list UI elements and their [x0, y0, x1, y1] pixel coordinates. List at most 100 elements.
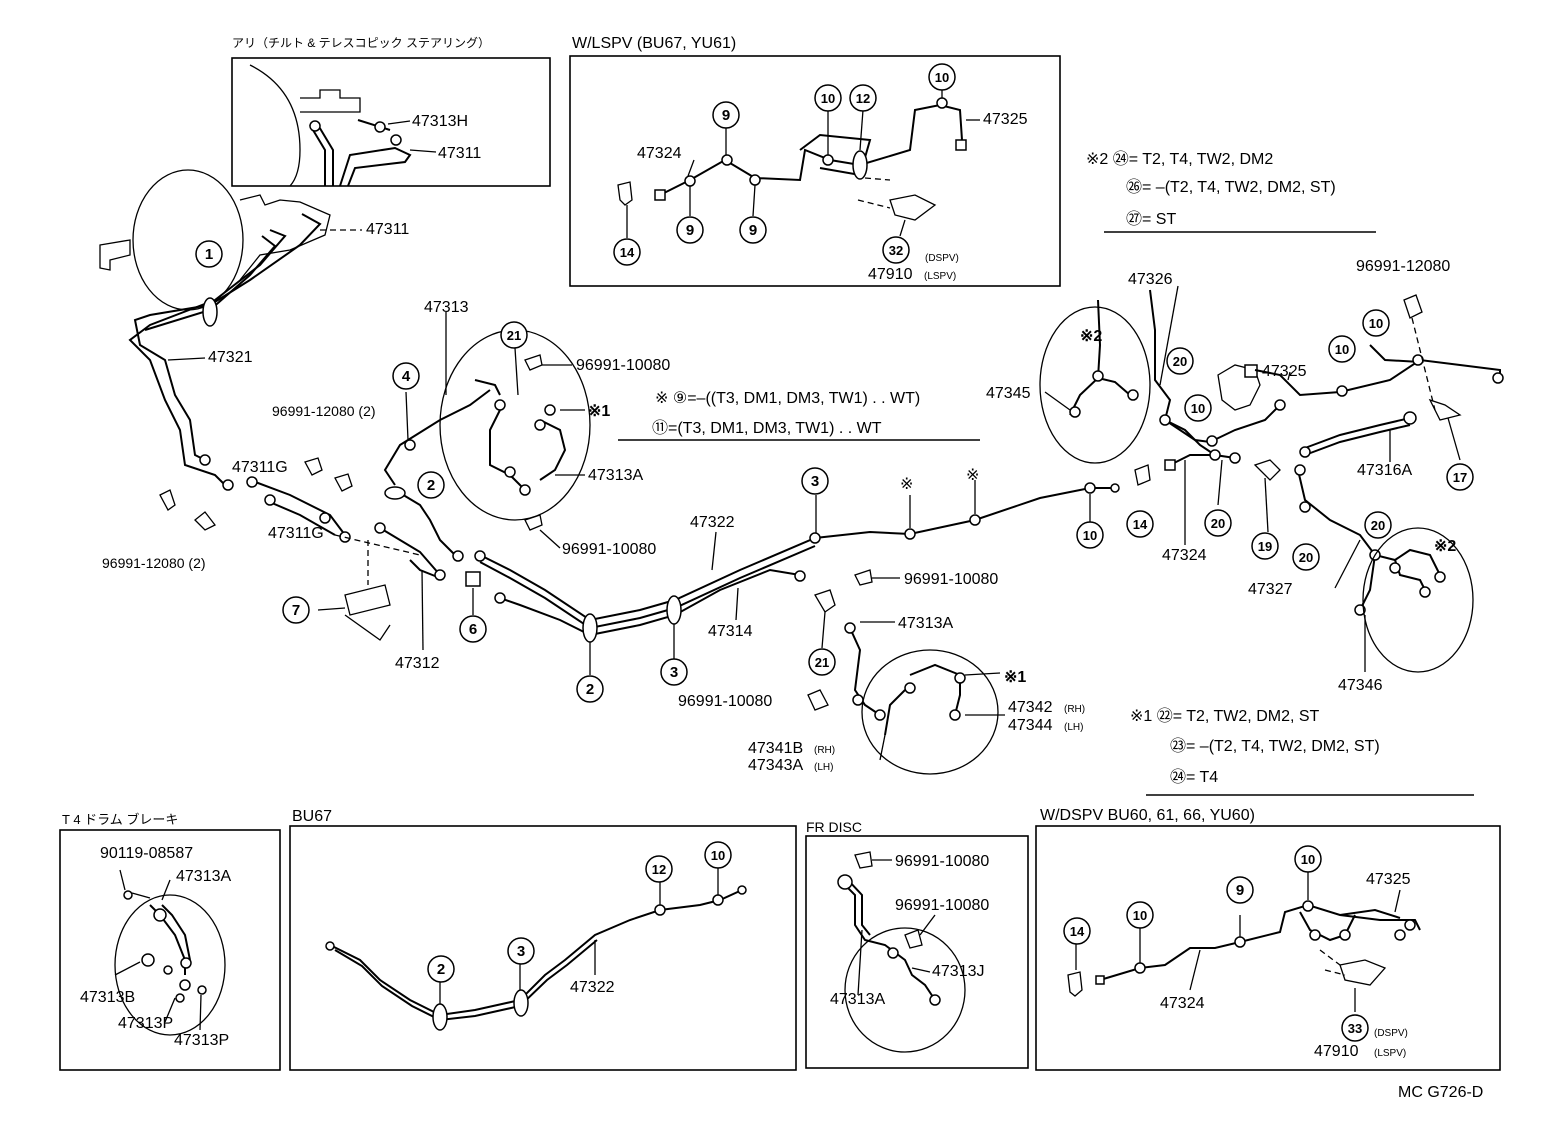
note-11: ⑪=(T3, DM1, DM3, TW1) . . WT — [652, 419, 882, 437]
label-96991-10080-fr1: 96991-10080 — [895, 853, 989, 870]
label-47342: 47342 — [1008, 699, 1053, 716]
master-cylinder-lines — [128, 213, 362, 491]
callout: 7 — [282, 596, 310, 624]
svg-text:10: 10 — [1335, 342, 1349, 357]
callout: 10 — [814, 84, 842, 112]
callout: 20 — [1292, 543, 1320, 571]
callout: 10 — [928, 63, 956, 91]
label-47322: 47322 — [690, 514, 735, 531]
drum-brake-box — [59, 829, 281, 1071]
svg-text:12: 12 — [652, 862, 666, 877]
main-trunk-lines — [474, 480, 1120, 675]
fr-disc-box — [805, 835, 1029, 1069]
svg-text:10: 10 — [711, 848, 725, 863]
callout: 9 — [712, 101, 740, 129]
tilt-master-cylinder-drawing — [249, 64, 437, 187]
svg-text:33: 33 — [1348, 1021, 1362, 1036]
svg-text:20: 20 — [1299, 550, 1313, 565]
callout: 10 — [1294, 845, 1322, 873]
svg-text:20: 20 — [1211, 516, 1225, 531]
fr-disc-lines — [837, 851, 966, 1053]
lspv-lines — [617, 90, 980, 238]
mark-x1-a: ※1 — [588, 403, 610, 420]
title-tilt: アリ（チルト & テレスコピック ステアリング） — [232, 36, 490, 50]
callout: 9 — [739, 216, 767, 244]
note-1-24: ㉔= T4 — [1170, 768, 1218, 786]
label-47316A: 47316A — [1357, 462, 1412, 479]
callout: 10 — [1126, 901, 1154, 929]
suffix-lspv-b: (LSPV) — [1374, 1048, 1406, 1059]
callout: 10 — [1328, 335, 1356, 363]
title-drum: T 4 ドラム ブレーキ — [62, 812, 178, 827]
svg-text:14: 14 — [1133, 517, 1148, 532]
callout: 3 — [660, 658, 688, 686]
note-9: ※ ⑨=–((T3, DM1, DM3, TW1) . . WT) — [655, 390, 920, 407]
callout: 32 — [882, 236, 910, 264]
suffix-dspv-b: (DSPV) — [1374, 1028, 1408, 1039]
note-2-24: ※2 ㉔= T2, T4, TW2, DM2 — [1086, 150, 1273, 168]
label-96991-12080-2a: 96991-12080 (2) — [272, 403, 376, 419]
svg-text:7: 7 — [292, 602, 300, 619]
callout: 3 — [507, 937, 535, 965]
svg-text:9: 9 — [722, 107, 730, 124]
svg-text:19: 19 — [1258, 539, 1272, 554]
svg-text:9: 9 — [686, 222, 694, 239]
svg-text:20: 20 — [1173, 354, 1187, 369]
label-96991-10080-b: 96991-10080 — [562, 541, 656, 558]
callout: 10 — [1362, 309, 1390, 337]
callout: 3 — [801, 467, 829, 495]
mark-x2-b: ※2 — [1434, 538, 1456, 555]
mark-x1-b: ※1 — [1004, 669, 1026, 686]
callout: 14 — [1063, 917, 1091, 945]
front-left-caliper-lines — [383, 312, 591, 556]
brake-booster-drawing — [99, 169, 331, 311]
svg-text:3: 3 — [811, 473, 819, 490]
label-47325-dspv: 47325 — [1366, 871, 1411, 888]
callout: 10 — [704, 841, 732, 869]
rear-brake-lines — [1039, 285, 1504, 673]
suffix-dspv-a: (DSPV) — [925, 253, 959, 264]
callout: 2 — [576, 675, 604, 703]
svg-text:3: 3 — [670, 664, 678, 681]
callout: 19 — [1251, 532, 1279, 560]
label-96991-10080-c: 96991-10080 — [904, 571, 998, 588]
label-47325: 47325 — [1262, 363, 1307, 380]
svg-text:2: 2 — [437, 961, 445, 978]
label-47314: 47314 — [708, 623, 753, 640]
label-47311-main: 47311 — [366, 221, 409, 238]
suffix-rh-b: (RH) — [814, 745, 835, 756]
label-47910-dspv: 47910 — [1314, 1043, 1359, 1060]
svg-text:17: 17 — [1453, 470, 1467, 485]
mark-x-b: ※ — [966, 467, 979, 484]
callout: 20 — [1166, 347, 1194, 375]
callout: 10 — [1076, 521, 1104, 549]
svg-text:32: 32 — [889, 243, 903, 258]
callout: 21 — [808, 648, 836, 676]
callout: 9 — [1226, 876, 1254, 904]
svg-text:6: 6 — [469, 621, 477, 638]
callout: 12 — [645, 855, 673, 883]
callout: 20 — [1364, 511, 1392, 539]
svg-text:9: 9 — [749, 222, 757, 239]
callout: 21 — [500, 321, 528, 349]
label-47341B: 47341B — [748, 740, 803, 757]
label-47312: 47312 — [395, 655, 440, 672]
svg-text:10: 10 — [1191, 401, 1205, 416]
suffix-rh-a: (RH) — [1064, 704, 1085, 715]
bu67-lines — [325, 866, 747, 1031]
callout: 20 — [1204, 509, 1232, 537]
front-left-hose — [159, 457, 421, 556]
label-96991-10080-d: 96991-10080 — [678, 693, 772, 710]
svg-text:2: 2 — [427, 477, 435, 494]
bracket-7-drawing — [317, 540, 391, 641]
title-bu67: BU67 — [292, 808, 332, 825]
tilt-steering-box — [231, 57, 551, 187]
label-47321: 47321 — [208, 349, 253, 366]
lspv-box — [569, 55, 1061, 287]
line-47312-drawing — [374, 522, 481, 651]
label-47344: 47344 — [1008, 717, 1053, 734]
label-47327: 47327 — [1248, 581, 1293, 598]
svg-text:1: 1 — [205, 246, 213, 263]
suffix-lh-a: (LH) — [1064, 722, 1083, 733]
svg-text:10: 10 — [1133, 908, 1147, 923]
